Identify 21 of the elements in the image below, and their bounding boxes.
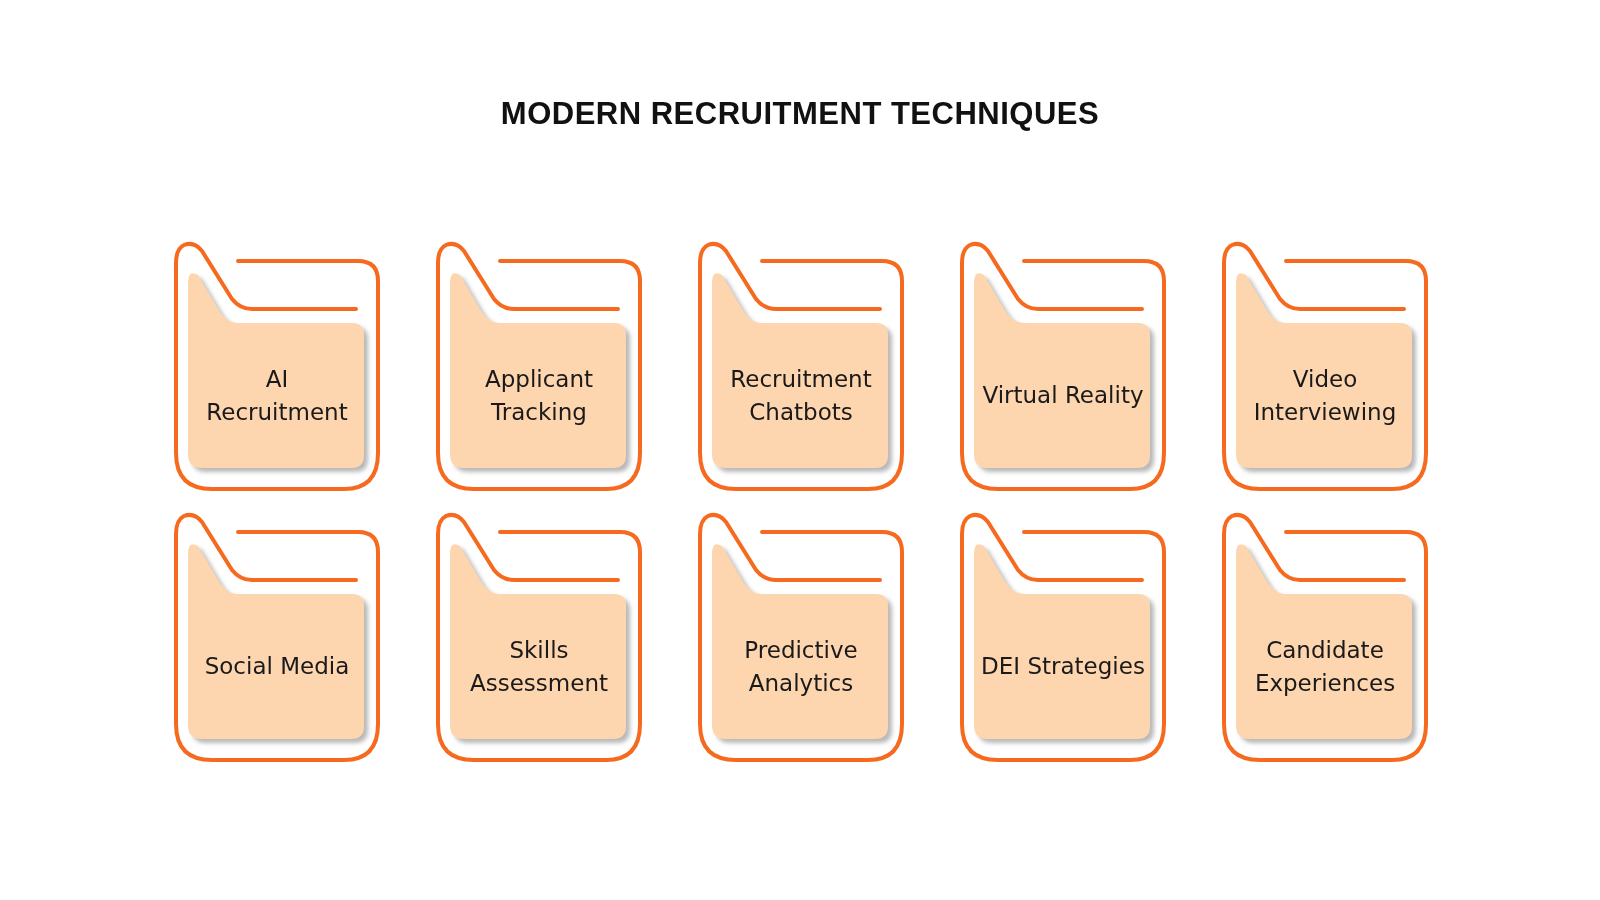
folder-card (698, 241, 904, 491)
card-label: Skills Assessment (469, 635, 609, 698)
card-label: Video Interviewing (1252, 364, 1398, 427)
folder-card (174, 241, 380, 491)
folder-card (174, 512, 380, 762)
folder-card (960, 241, 1166, 491)
folder-card (1222, 241, 1428, 491)
card-label: AI Recruitment (205, 364, 349, 427)
card-label: Applicant Tracking (483, 364, 595, 427)
folder-card (1222, 512, 1428, 762)
card-label: Predictive Analytics (743, 635, 859, 698)
title: MODERN RECRUITMENT TECHNIQUES (500, 96, 1100, 132)
card-label: DEI Strategies (981, 652, 1145, 681)
folder-card (436, 241, 642, 491)
folder-card (436, 512, 642, 762)
card-label: Virtual Reality (982, 381, 1144, 410)
card-label: Social Media (204, 652, 350, 681)
folder-card (698, 512, 904, 762)
card-label: Candidate Experiences (1253, 635, 1397, 698)
folder-card (960, 512, 1166, 762)
card-label: Recruitment Chatbots (729, 364, 873, 427)
